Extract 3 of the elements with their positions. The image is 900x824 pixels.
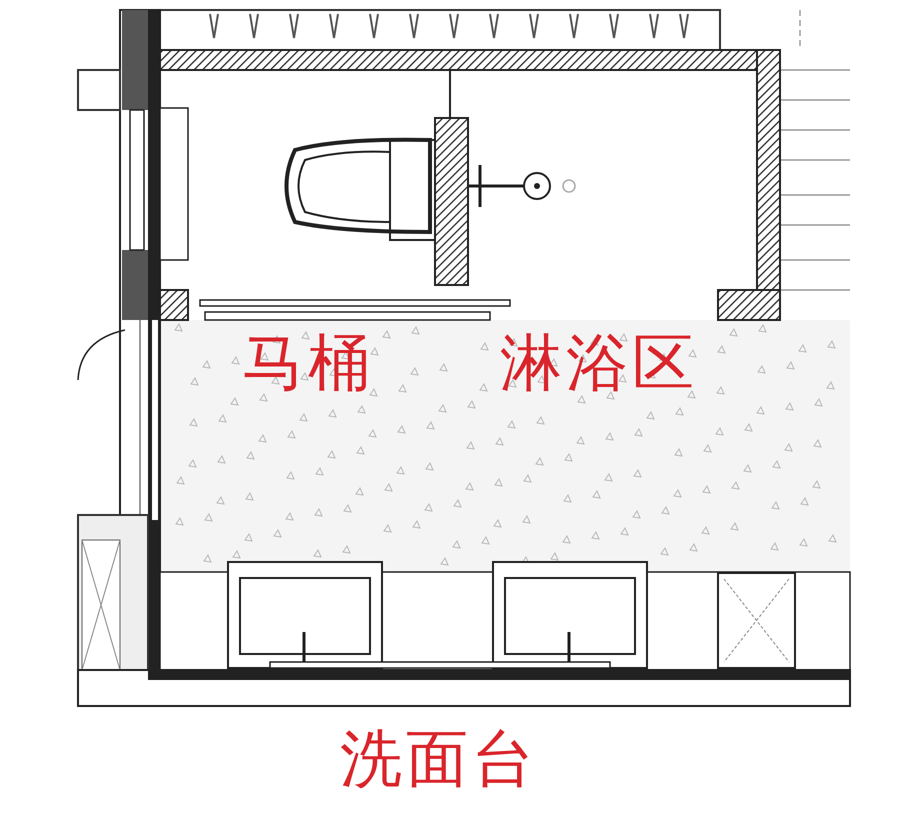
room-label: 洗面台	[340, 728, 538, 790]
room-label: 马桶	[242, 332, 374, 394]
room-label: 淋浴区	[500, 332, 698, 394]
